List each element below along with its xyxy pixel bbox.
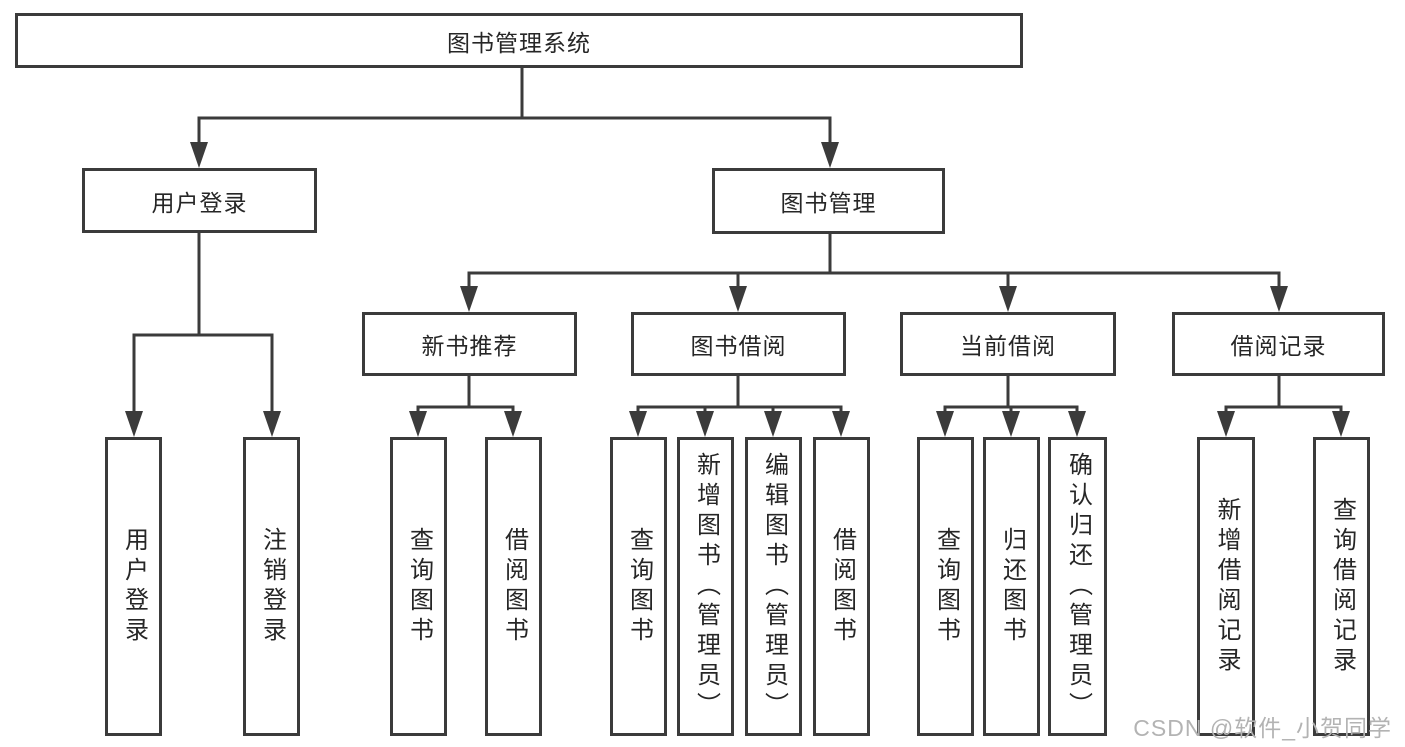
- leaf-logout: 注销登录: [243, 437, 300, 736]
- node-library-management-system: 图书管理系统: [15, 13, 1023, 68]
- leaf-return-books: 归还图书: [983, 437, 1040, 736]
- leaf-query-borrow-record: 查询借阅记录: [1313, 437, 1370, 736]
- leaf-edit-books-admin: 编辑图书（管理员）: [745, 437, 802, 736]
- leaf-query-books-recommend: 查询图书: [390, 437, 447, 736]
- leaf-add-borrow-record: 新增借阅记录: [1197, 437, 1255, 736]
- leaf-add-books-admin: 新增图书（管理员）: [677, 437, 734, 736]
- node-current-borrowing: 当前借阅: [900, 312, 1116, 376]
- leaf-borrow-books: 借阅图书: [813, 437, 870, 736]
- node-book-management-branch: 图书管理: [712, 168, 945, 234]
- node-label: 新书推荐: [421, 333, 518, 359]
- arrowhead-icons: [125, 142, 1350, 437]
- leaf-borrow-books-recommend: 借阅图书: [485, 437, 542, 736]
- node-book-borrowing: 图书借阅: [631, 312, 846, 376]
- leaf-query-books-current: 查询图书: [917, 437, 974, 736]
- node-label: 借阅记录: [1230, 333, 1327, 359]
- node-label: 图书管理系统: [447, 29, 591, 56]
- node-label: 用户登录: [151, 189, 248, 216]
- node-new-book-recommendation: 新书推荐: [362, 312, 577, 376]
- leaf-user-login: 用户登录: [105, 437, 162, 736]
- node-label: 图书管理: [780, 190, 877, 216]
- node-label: 图书借阅: [690, 333, 787, 359]
- node-user-login-branch: 用户登录: [82, 168, 317, 233]
- leaf-query-books-borrowing: 查询图书: [610, 437, 667, 736]
- node-borrowing-records: 借阅记录: [1172, 312, 1385, 376]
- csdn-watermark: CSDN @软件_小贺同学: [1133, 715, 1392, 741]
- node-label: 当前借阅: [960, 333, 1056, 359]
- leaf-confirm-return-admin: 确认归还（管理员）: [1048, 437, 1107, 736]
